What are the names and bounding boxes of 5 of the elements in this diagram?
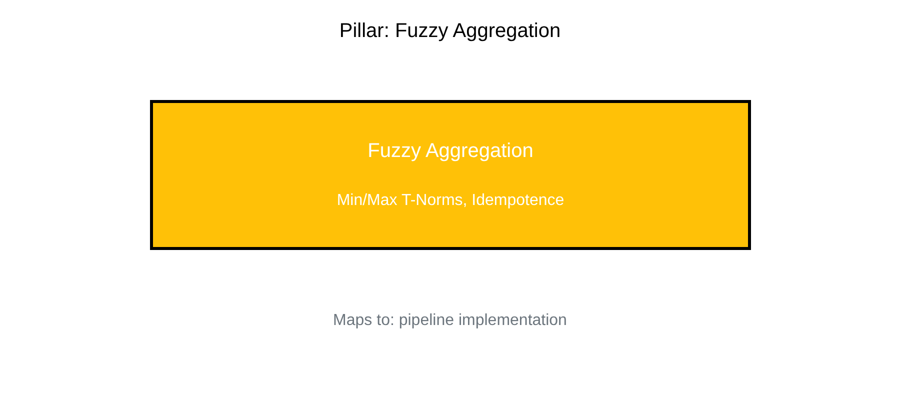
caption: Maps to: pipeline implementation bbox=[332, 311, 568, 331]
process-box bbox=[150, 100, 751, 250]
diagram-title: Pillar: Fuzzy Aggregation bbox=[338, 19, 562, 44]
node-subtitle: Min/Max T-Norms, Idempotence bbox=[336, 191, 566, 211]
node-heading: Fuzzy Aggregation bbox=[366, 139, 534, 163]
